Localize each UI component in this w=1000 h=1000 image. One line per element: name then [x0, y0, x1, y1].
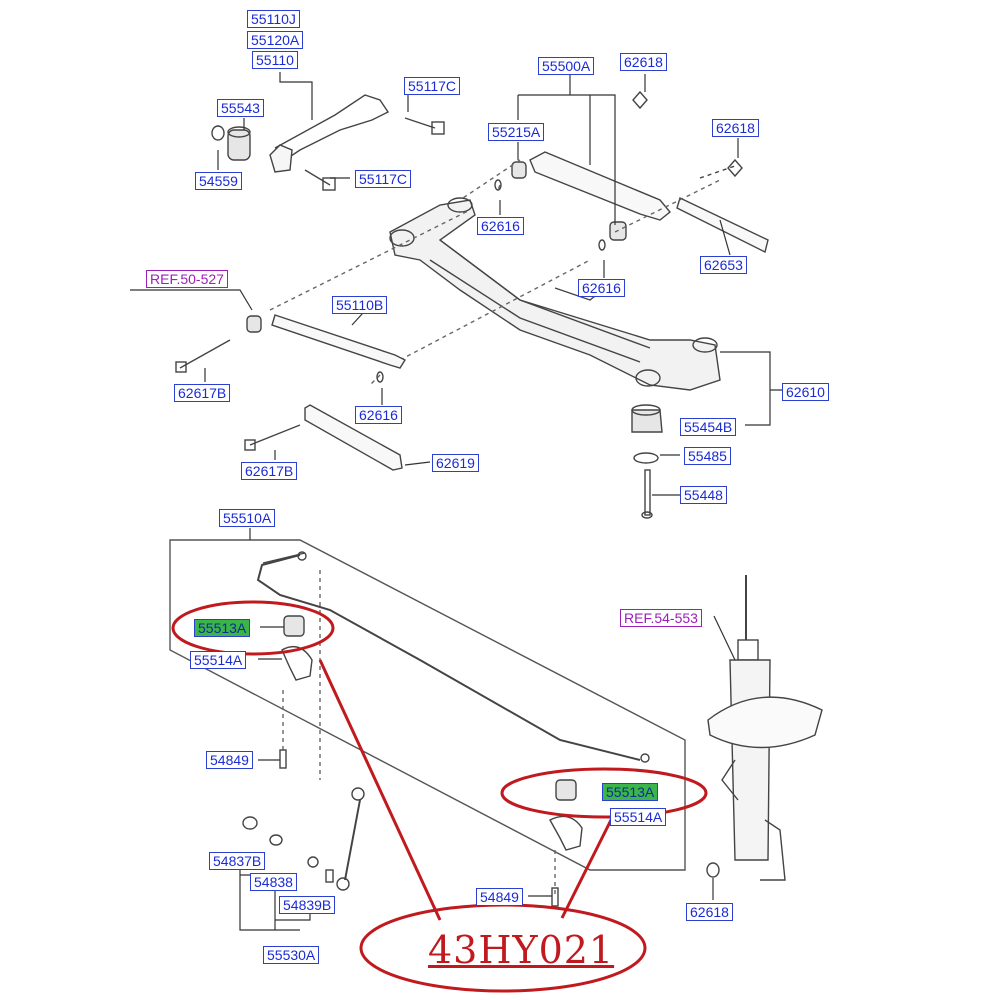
part-label-55485: 55485 [684, 447, 731, 465]
stabilizer-bar [256, 551, 650, 763]
part-label-62619: 62619 [432, 454, 479, 472]
bolt-54849-left [279, 749, 287, 769]
stabilizer-group-box [169, 539, 686, 871]
bracket-55514A-right [549, 815, 583, 851]
highlight-ellipse-left [171, 600, 335, 656]
part-label-54837B: 54837B [209, 852, 266, 870]
link-62619 [244, 404, 403, 471]
bushing-55513A-left [283, 615, 305, 637]
part-label-54559: 54559 [195, 172, 242, 190]
part-label-55117C-top: 55117C [404, 77, 461, 95]
strut-assembly [706, 575, 823, 881]
part-label-62616-b: 62616 [578, 279, 625, 297]
part-label-62617B-bottom: 62617B [241, 462, 298, 480]
part-label-55543: 55543 [217, 99, 264, 117]
part-label-55120A: 55120A [247, 31, 304, 49]
ref-label-54-553[interactable]: REF.54-553 [620, 609, 702, 627]
bushing-stack [631, 404, 663, 519]
part-label-62610: 62610 [782, 383, 829, 401]
part-label-55513A-right: 55513A [602, 783, 659, 801]
part-label-62617B-top: 62617B [174, 384, 231, 402]
highlight-part-code: 43HY021 [428, 928, 615, 972]
part-label-55454B: 55454B [680, 418, 737, 436]
part-label-54849-right: 54849 [476, 888, 523, 906]
part-label-62616-c: 62616 [355, 406, 402, 424]
bracket-55514A-left [281, 646, 313, 681]
part-label-55110B: 55110B [332, 296, 388, 314]
part-label-55530A: 55530A [263, 946, 320, 964]
part-label-55514A-left: 55514A [190, 651, 247, 669]
part-label-62616-a: 62616 [477, 217, 524, 235]
part-label-55110J: 55110J [247, 10, 300, 28]
part-label-55448: 55448 [680, 486, 727, 504]
pointer-line-left [318, 659, 442, 921]
part-label-54839B: 54839B [279, 896, 336, 914]
part-label-55513A-left: 55513A [194, 619, 251, 637]
highlight-ellipse-right [500, 767, 708, 819]
part-label-55500A: 55500A [538, 57, 595, 75]
link-62653 [676, 158, 769, 254]
part-label-55117C-bottom: 55117C [355, 170, 412, 188]
trailing-arm-55500A [511, 90, 671, 241]
part-label-55510A: 55510A [219, 509, 276, 527]
part-label-54838: 54838 [250, 873, 297, 891]
lateral-arm-55110B [175, 314, 407, 373]
part-label-55110: 55110 [252, 51, 298, 69]
part-label-54849-left: 54849 [206, 751, 253, 769]
pointer-line-right [560, 817, 614, 919]
upper-arm-55110 [211, 94, 445, 191]
part-label-62653: 62653 [700, 256, 747, 274]
assembly-guide-lines [269, 159, 721, 386]
crossmember-62610 [389, 197, 721, 391]
part-label-62618-top: 62618 [620, 53, 667, 71]
washer-62616-b [598, 239, 606, 251]
part-label-55514A-right: 55514A [610, 808, 667, 826]
part-label-62618-bottom: 62618 [686, 903, 733, 921]
leader-lines [130, 72, 782, 931]
bolt-54849-right [551, 887, 559, 907]
washer-62616-a [494, 179, 502, 191]
part-label-62618-right: 62618 [712, 119, 759, 137]
washer-62616-c [376, 371, 384, 383]
bushing-55513A-right [555, 779, 577, 801]
ref-label-50-527[interactable]: REF.50-527 [146, 270, 228, 288]
stabilizer-link-55530A [242, 787, 365, 891]
part-label-55215A: 55215A [488, 123, 545, 141]
